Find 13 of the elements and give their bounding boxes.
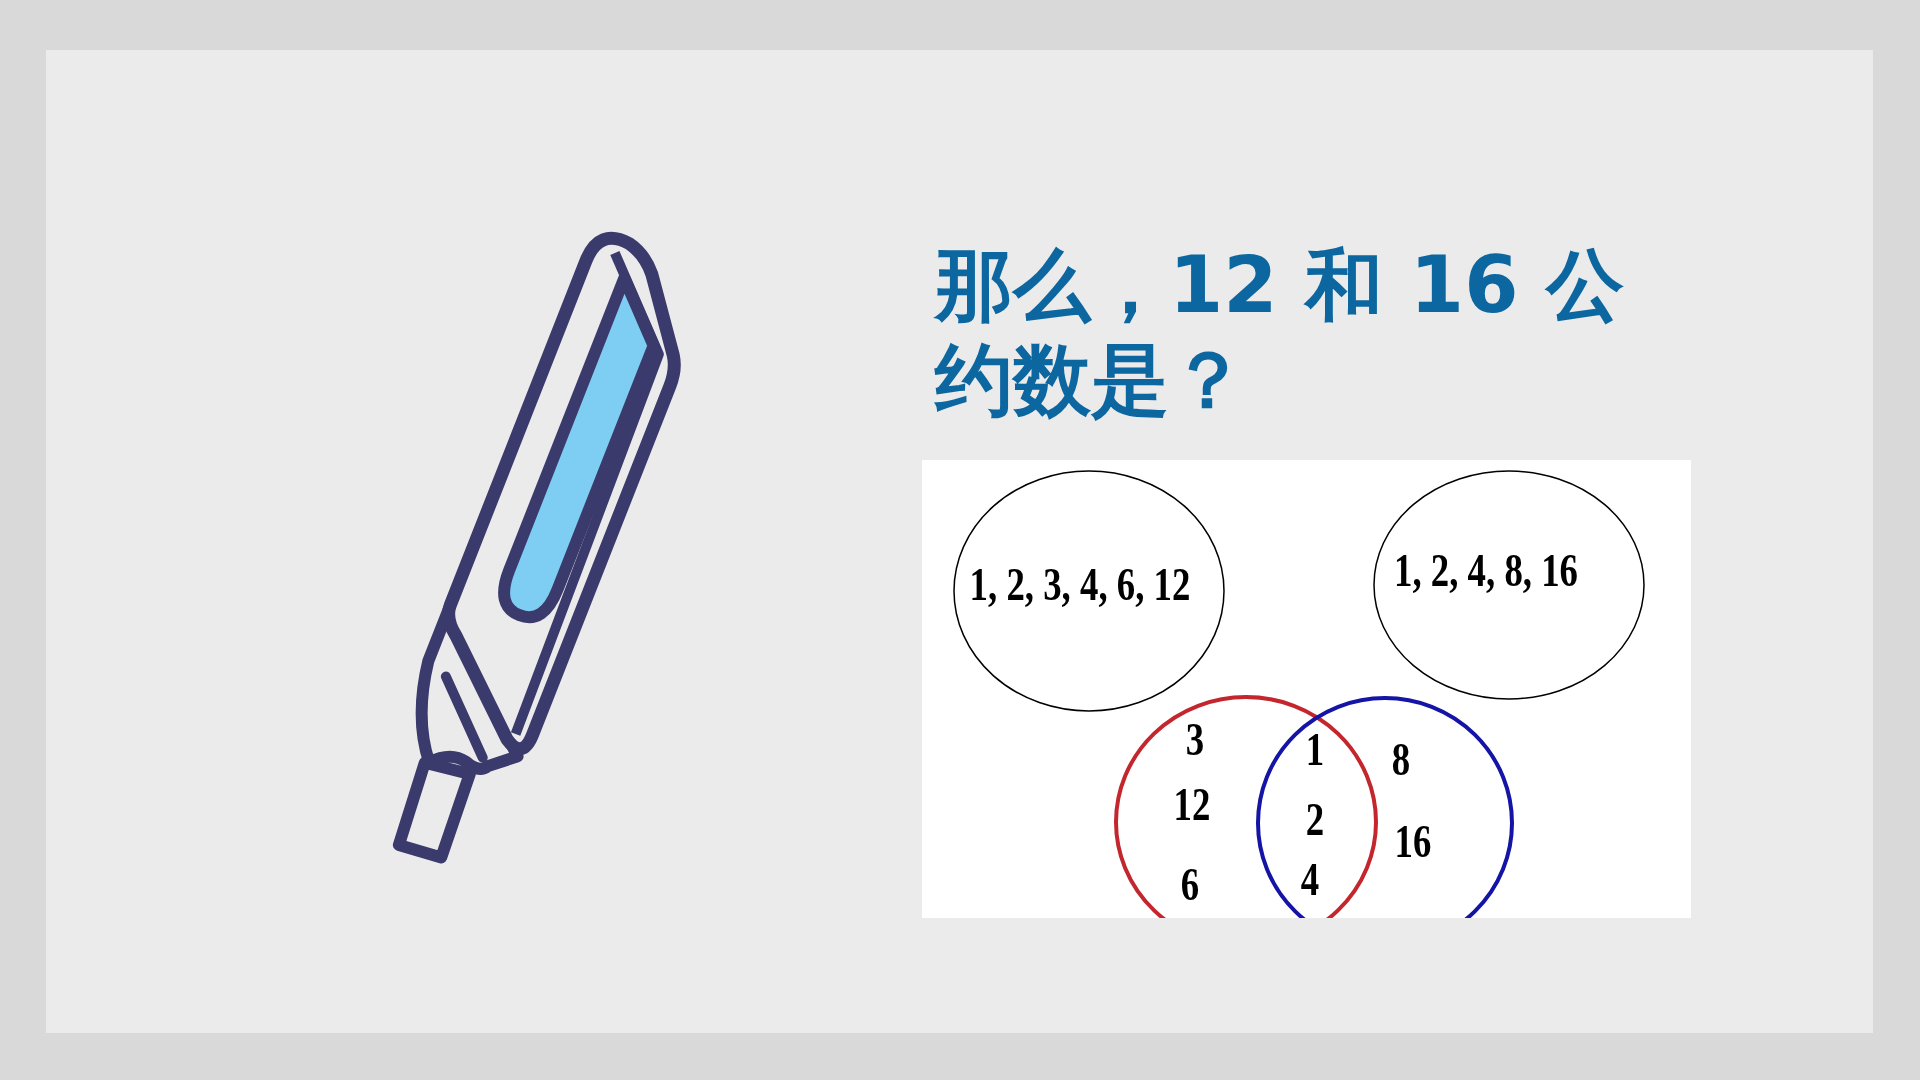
number-list: 1, 2, 4, 8, 16 [1394,548,1578,594]
set-element: 3 [1185,717,1205,763]
set-element: 2 [1305,797,1325,843]
set-element: 6 [1180,862,1200,908]
slide-title: 那么，12 和 16 公约数是？ [935,239,1625,427]
set-element: 16 [1394,819,1432,865]
set-element: 8 [1391,737,1411,783]
set-ellipse [1372,470,1645,700]
set-element: 4 [1300,857,1320,903]
number-list: 1, 2, 3, 4, 6, 12 [969,562,1191,608]
set-ellipse [952,470,1225,712]
set-element: 12 [1173,782,1211,828]
set-element: 1 [1305,727,1325,773]
